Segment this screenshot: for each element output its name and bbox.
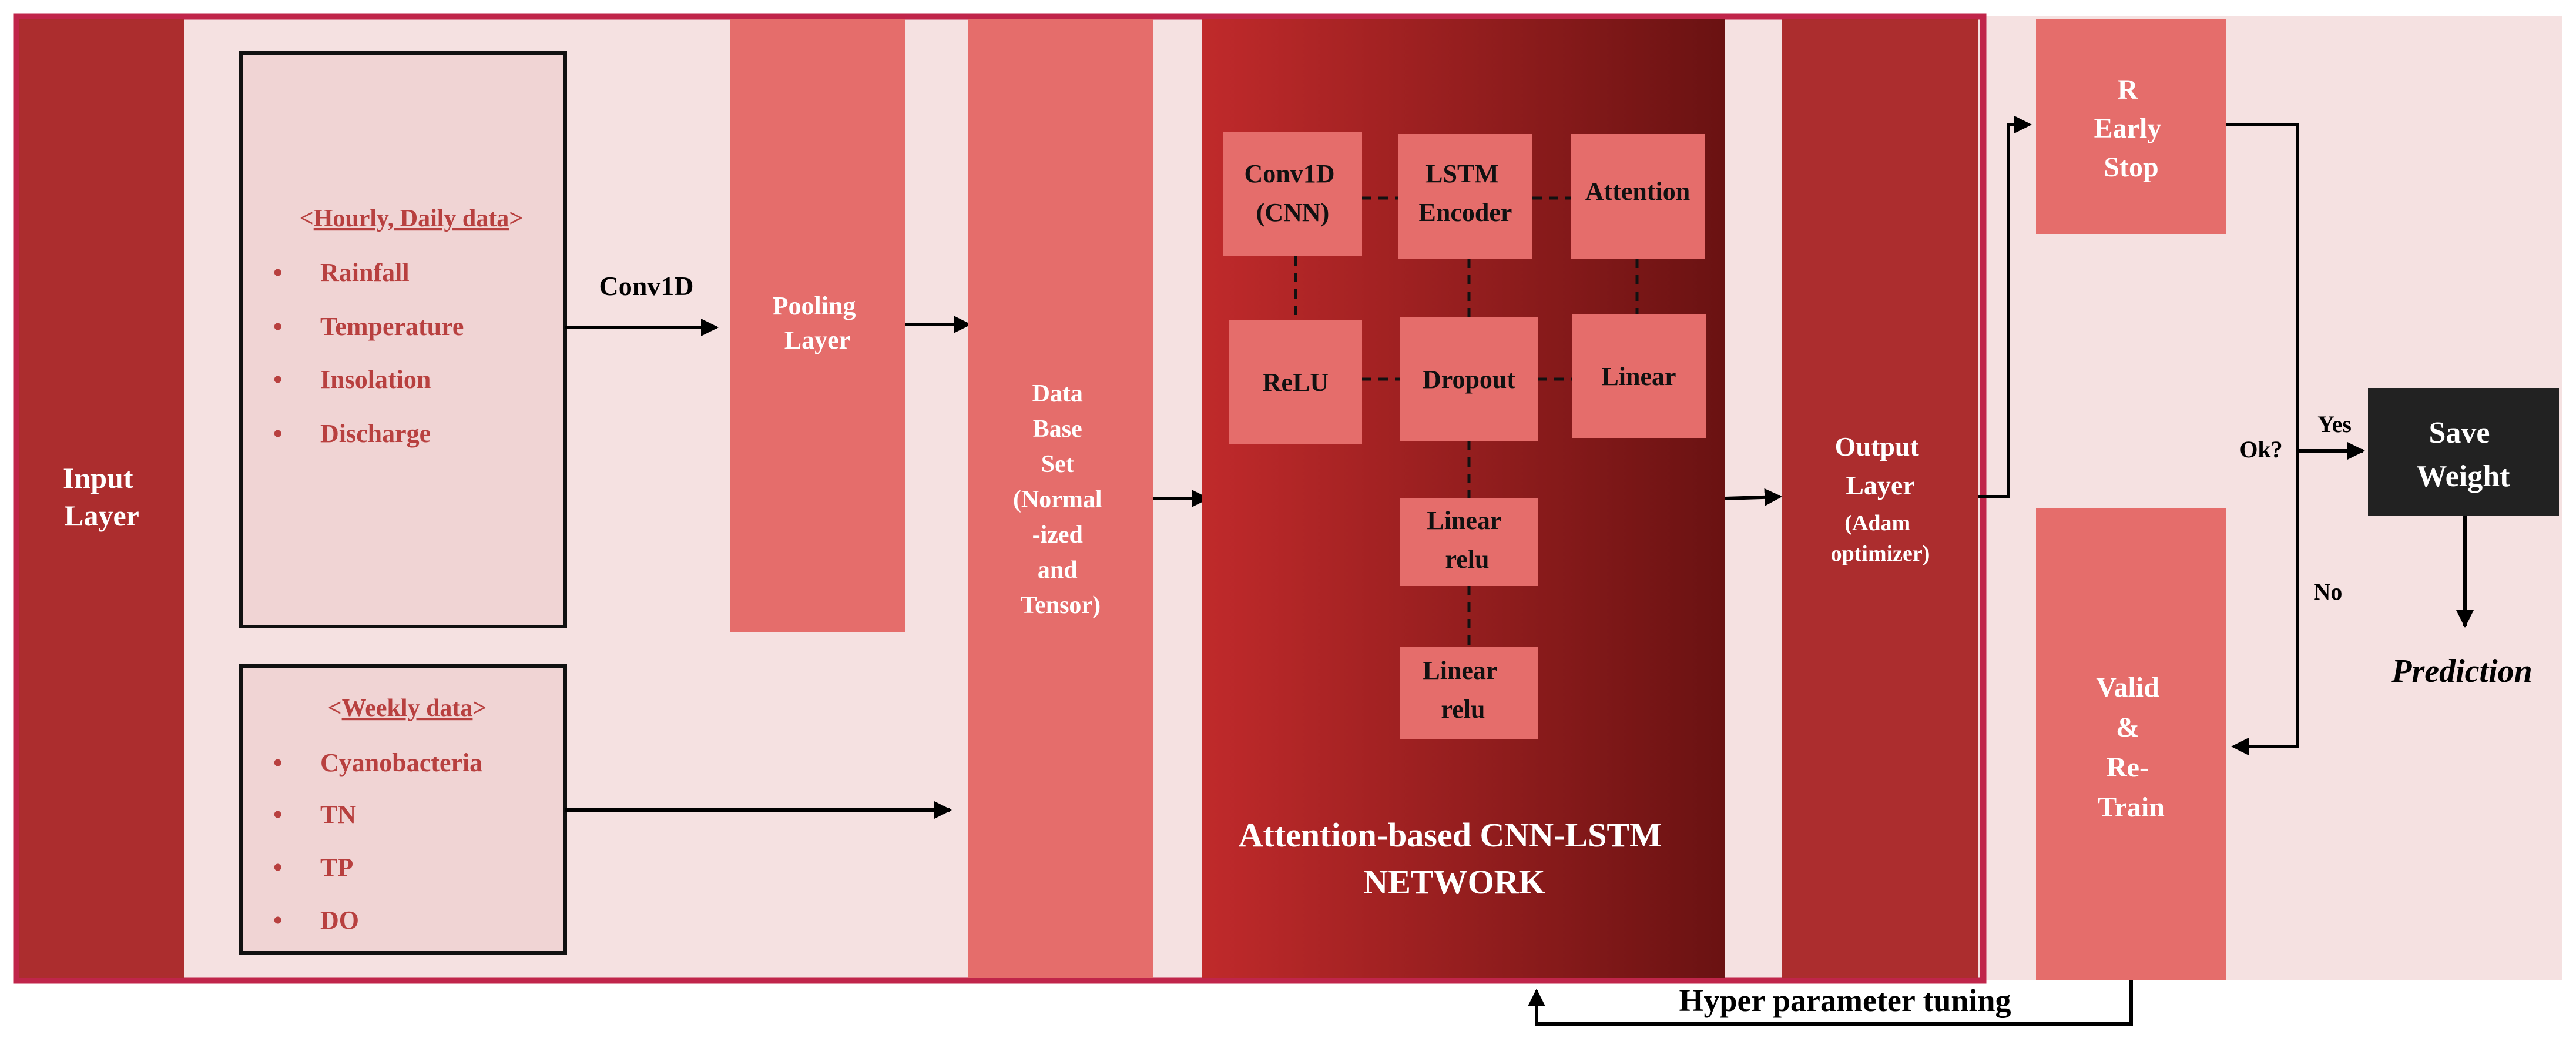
data-base-set-block — [968, 19, 1153, 978]
dropout-block — [1400, 317, 1538, 441]
relu-label: ReLU — [1263, 368, 1329, 397]
valid-retrain-block — [2036, 508, 2226, 980]
save-weight-block — [2368, 388, 2559, 516]
hyper-tuning-loop — [1528, 980, 2133, 1026]
network-inner-blocks — [1223, 132, 1706, 739]
attention-block — [1571, 134, 1705, 259]
dropout-label: Dropout — [1423, 365, 1515, 394]
network-title: Attention-based CNN-LSTM NETWORK — [1239, 816, 1671, 901]
arrow-network-to-output — [1725, 488, 1782, 506]
linear-relu-block-1 — [1400, 498, 1538, 586]
arrow-output-to-early-stop — [1978, 116, 2032, 498]
conv1d-cnn-block — [1223, 132, 1362, 256]
linear-label: Linear — [1601, 362, 1676, 391]
conv1d-arrow-label: Conv1D — [599, 271, 693, 301]
linear-relu-label-1: Linear relu — [1427, 506, 1507, 574]
list-item: DO — [320, 906, 359, 935]
pooling-layer-block — [730, 19, 905, 632]
bullet-icon: • — [273, 312, 282, 341]
input-layer-block — [19, 19, 184, 978]
save-weight-label: Save Weight — [2417, 416, 2511, 493]
prediction-label: Prediction — [2391, 653, 2533, 689]
network-connectors — [1294, 196, 1639, 647]
hourly-data-list: • Rainfall • Temperature • Insolation • … — [273, 258, 464, 448]
bullet-icon: • — [273, 419, 282, 448]
output-layer-block — [1782, 19, 1978, 978]
hourly-daily-header: <Hourly, Daily data> — [300, 205, 523, 232]
pooling-layer-label: Pooling Layer — [773, 292, 863, 354]
decision-ok-label: Ok? — [2239, 436, 2282, 463]
list-item: Rainfall — [320, 258, 410, 287]
data-base-set-label: Data Base Set (Normal -ized and Tensor) — [1013, 380, 1108, 619]
early-stop-block — [2036, 19, 2226, 234]
decision-line — [2226, 123, 2299, 755]
lstm-encoder-label: LSTM Encoder — [1419, 159, 1512, 227]
decision-no-label: No — [2314, 578, 2343, 605]
output-layer-sublabel: (Adam optimizer) — [1831, 511, 1930, 566]
valid-retrain-label: Valid & Re- Train — [2096, 672, 2166, 823]
input-layer-label: Input Layer — [63, 461, 140, 532]
lstm-encoder-block — [1398, 134, 1532, 259]
linear-relu-label-2: Linear relu — [1423, 656, 1503, 724]
list-item: TP — [320, 853, 353, 882]
hyper-tuning-label: Hyper parameter tuning — [1679, 983, 2011, 1018]
list-item: Cyanobacteria — [320, 748, 482, 777]
linear-block — [1572, 314, 1706, 438]
conv1d-cnn-label: Conv1D (CNN) — [1244, 159, 1341, 227]
bullet-icon: • — [273, 748, 282, 777]
list-item: TN — [320, 800, 356, 829]
attention-label: Attention — [1585, 177, 1690, 206]
list-item: Discharge — [320, 419, 431, 448]
bullet-icon: • — [273, 365, 282, 394]
weekly-data-box — [239, 664, 567, 955]
relu-block — [1229, 320, 1362, 444]
early-stop-label: R Early Stop — [2094, 74, 2169, 183]
bullet-icon: • — [273, 853, 282, 882]
list-item: Insolation — [320, 365, 431, 394]
linear-relu-block-2 — [1400, 647, 1538, 739]
decision-yes-label: Yes — [2317, 411, 2352, 437]
weekly-data-list: • Cyanobacteria • TN • TP • DO — [273, 748, 482, 935]
bullet-icon: • — [273, 906, 282, 935]
hourly-daily-data-box — [239, 51, 567, 628]
bullet-icon: • — [273, 800, 282, 829]
list-item: Temperature — [320, 312, 464, 341]
weekly-data-header: <Weekly data> — [328, 695, 487, 722]
bullet-icon: • — [273, 258, 282, 287]
output-layer-label: Output Layer — [1835, 431, 1926, 500]
